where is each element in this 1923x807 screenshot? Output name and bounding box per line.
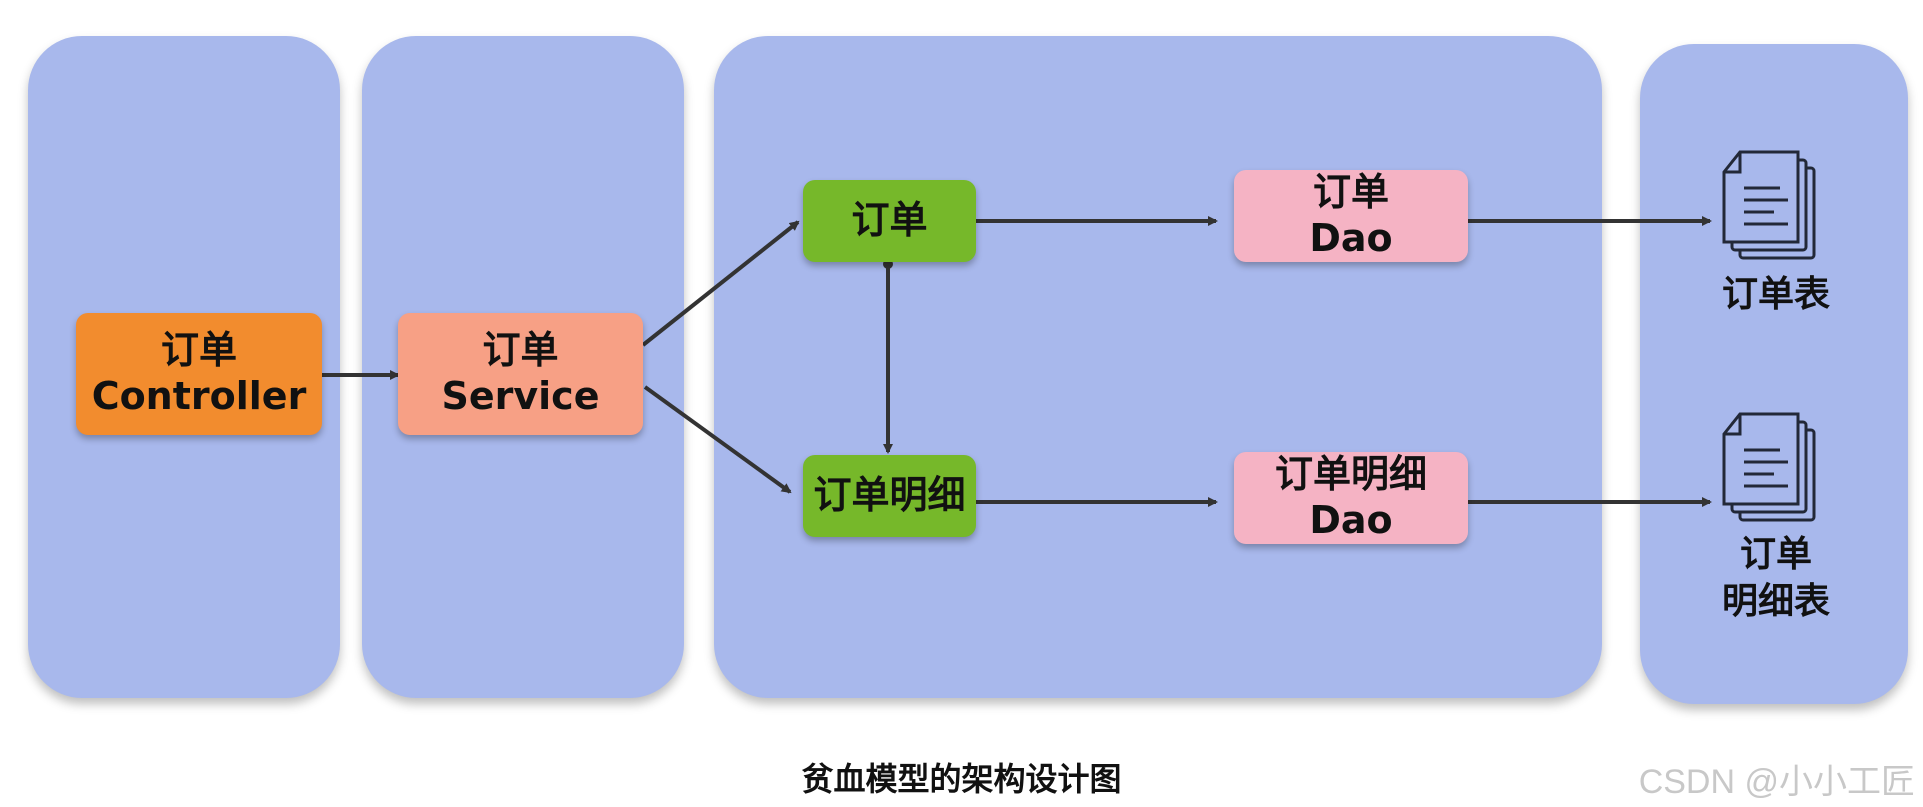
order-detail-dao-line1: 订单明细	[1274, 452, 1427, 497]
diagram-caption: 贫血模型的架构设计图	[801, 760, 1122, 798]
order-table-document-icon	[1722, 150, 1816, 260]
order-detail-node: 订单明细	[803, 455, 976, 537]
order-table-text: 订单表	[1721, 274, 1830, 315]
order-dao-line2: Dao	[1309, 216, 1393, 260]
arrow-service-to-order	[641, 220, 800, 347]
order-service-node: 订单 Service	[398, 313, 643, 435]
order-detail-table-label: 订单 明细表	[1686, 532, 1866, 626]
order-dao-line1: 订单	[1312, 170, 1389, 215]
lane-domain-dao	[714, 36, 1602, 698]
watermark: CSDN @小小工匠	[1638, 763, 1915, 801]
order-dao-node: 订单 Dao	[1234, 170, 1468, 262]
order-detail-dao-node: 订单明细 Dao	[1234, 452, 1468, 544]
order-line1: 订单	[851, 198, 928, 243]
order-controller-node: 订单 Controller	[76, 313, 322, 435]
order-service-line2: Service	[441, 374, 600, 418]
order-detail-line1: 订单明细	[813, 473, 966, 518]
order-detail-table-document-icon	[1722, 412, 1816, 522]
order-controller-line2: Controller	[91, 374, 307, 418]
order-service-line1: 订单	[482, 328, 559, 373]
order-detail-table-line2: 明细表	[1721, 580, 1830, 622]
order-node: 订单	[803, 180, 976, 262]
order-detail-dao-line2: Dao	[1309, 498, 1393, 542]
order-table-label: 订单表	[1686, 272, 1866, 319]
arrow-service-to-order-detail	[643, 385, 792, 494]
order-controller-line1: 订单	[160, 328, 237, 373]
order-detail-table-line1: 订单	[1739, 534, 1812, 575]
